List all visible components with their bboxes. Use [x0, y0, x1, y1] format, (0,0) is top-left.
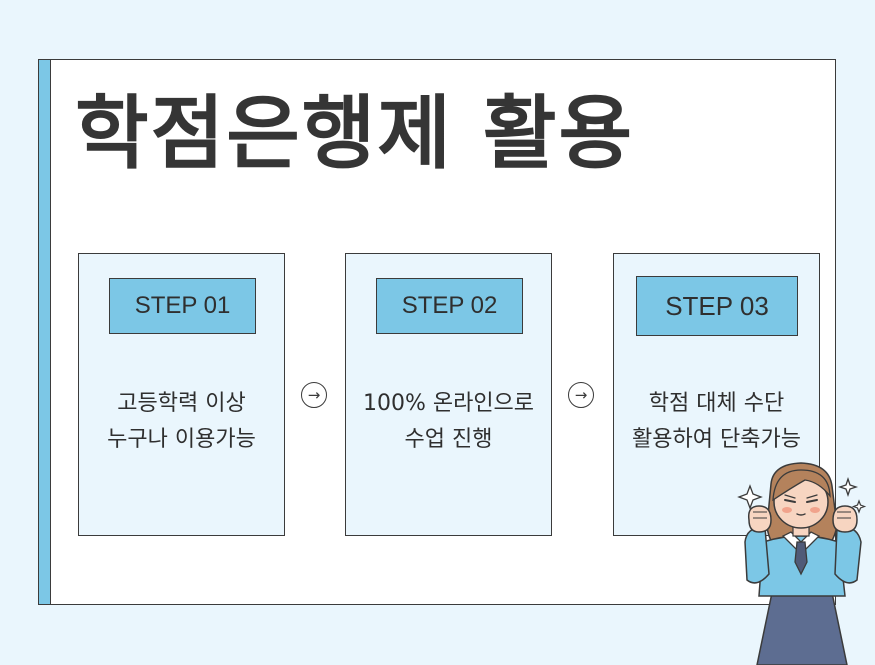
step-1-line-2: 누구나 이용가능 [107, 427, 256, 452]
page-title: 학점은행제 활용 [75, 87, 635, 180]
step-card-2: STEP 02 100% 온라인으로 수업 진행 [345, 253, 552, 536]
step-3-line-1: 학점 대체 수단 [648, 391, 785, 416]
step-badge-2: STEP 02 [376, 278, 523, 334]
step-3-line-2: 활용하여 단축가능 [632, 427, 801, 452]
step-card-1: STEP 01 고등학력 이상 누구나 이용가능 [78, 253, 285, 536]
sparkle-icon [851, 499, 867, 514]
sparkle-icon [737, 484, 763, 510]
step-badge-3: STEP 03 [636, 276, 798, 336]
arrow-right-icon: → [301, 382, 327, 408]
accent-bar [39, 60, 51, 604]
step-description-2: 100% 온라인으로 수업 진행 [346, 386, 551, 458]
step-description-3: 학점 대체 수단 활용하여 단축가능 [614, 386, 819, 458]
step-1-line-1: 고등학력 이상 [117, 391, 246, 416]
step-2-line-1: 100% 온라인으로 [362, 391, 535, 416]
arrow-right-icon: → [568, 382, 594, 408]
sparkle-icon [837, 476, 859, 498]
main-panel: 학점은행제 활용 STEP 01 고등학력 이상 누구나 이용가능 → STEP… [38, 59, 836, 605]
step-2-line-2: 수업 진행 [404, 427, 493, 452]
cheering-girl-illustration [737, 462, 867, 665]
step-card-3: STEP 03 학점 대체 수단 활용하여 단축가능 [613, 253, 820, 536]
step-badge-1: STEP 01 [109, 278, 256, 334]
step-description-1: 고등학력 이상 누구나 이용가능 [79, 386, 284, 458]
